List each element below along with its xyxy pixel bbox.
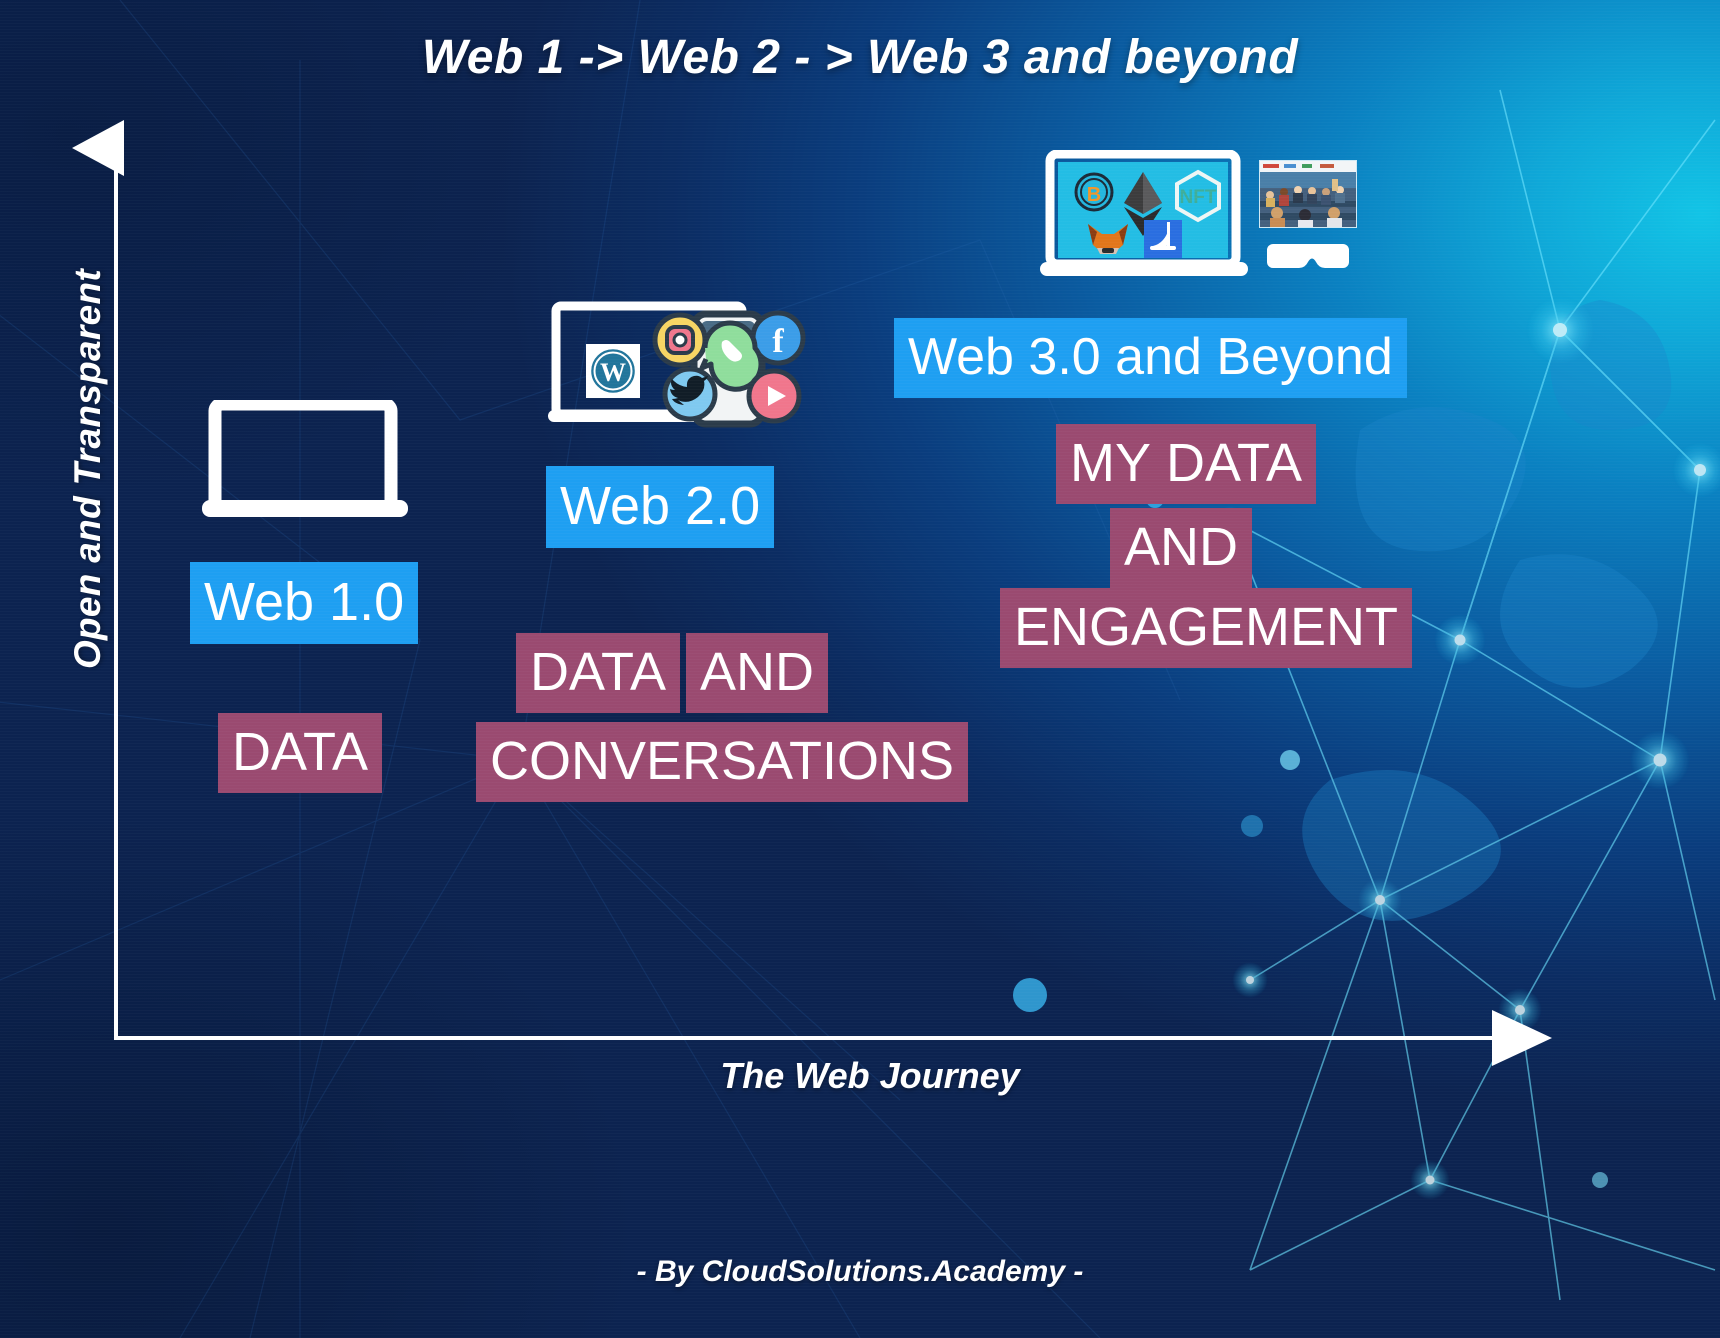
instagram-icon <box>652 312 708 368</box>
metamask-fox-icon <box>1088 224 1128 254</box>
web2-stage-label: Web 2.0 <box>546 466 775 548</box>
web3-device-group: B NFT <box>1040 149 1270 305</box>
web3-badge-my: MY <box>1056 424 1165 504</box>
svg-text:W: W <box>600 358 626 387</box>
wordpress-icon: W <box>586 344 640 398</box>
y-axis-label: Open and Transparent <box>67 268 108 670</box>
social-icons-cluster: f <box>652 310 806 424</box>
web1-stage-label: Web 1.0 <box>190 562 419 644</box>
web2-device-group: W f <box>548 300 806 445</box>
ethereum-icon <box>1124 172 1162 236</box>
web2-badge-and: AND <box>686 633 829 713</box>
twitter-icon <box>662 366 718 422</box>
metaverse-thumbnail <box>1259 160 1357 228</box>
bitcoin-icon: B <box>1074 172 1114 212</box>
web1-laptop-icon <box>200 397 420 535</box>
web2-badge-conversations: CONVERSATIONS <box>476 722 969 802</box>
svg-text:B: B <box>1087 184 1101 206</box>
vr-goggles-icon <box>1265 236 1351 281</box>
page-title: Web 1 -> Web 2 - > Web 3 and beyond <box>421 31 1299 84</box>
web3-stage-label: Web 3.0 and Beyond <box>894 318 1407 398</box>
web3-badge-and: AND <box>1110 508 1253 588</box>
whatsapp-icon <box>699 320 764 392</box>
web3-badge-engagement: ENGAGEMENT <box>1000 588 1413 668</box>
x-axis-label: The Web Journey <box>720 1055 1020 1096</box>
svg-text:NFT: NFT <box>1180 187 1217 208</box>
opensea-icon <box>1144 220 1182 258</box>
web1-badge-data: DATA <box>218 713 383 793</box>
web3-badge-data: DATA <box>1152 424 1317 504</box>
nft-icon: NFT <box>1175 169 1221 223</box>
footer-credit: - By CloudSolutions.Academy - <box>636 1255 1084 1288</box>
web3-laptop-icon: B NFT <box>1040 149 1248 276</box>
youtube-icon <box>746 368 802 424</box>
web2-badge-data: DATA <box>516 633 681 713</box>
svg-text:f: f <box>772 323 784 360</box>
